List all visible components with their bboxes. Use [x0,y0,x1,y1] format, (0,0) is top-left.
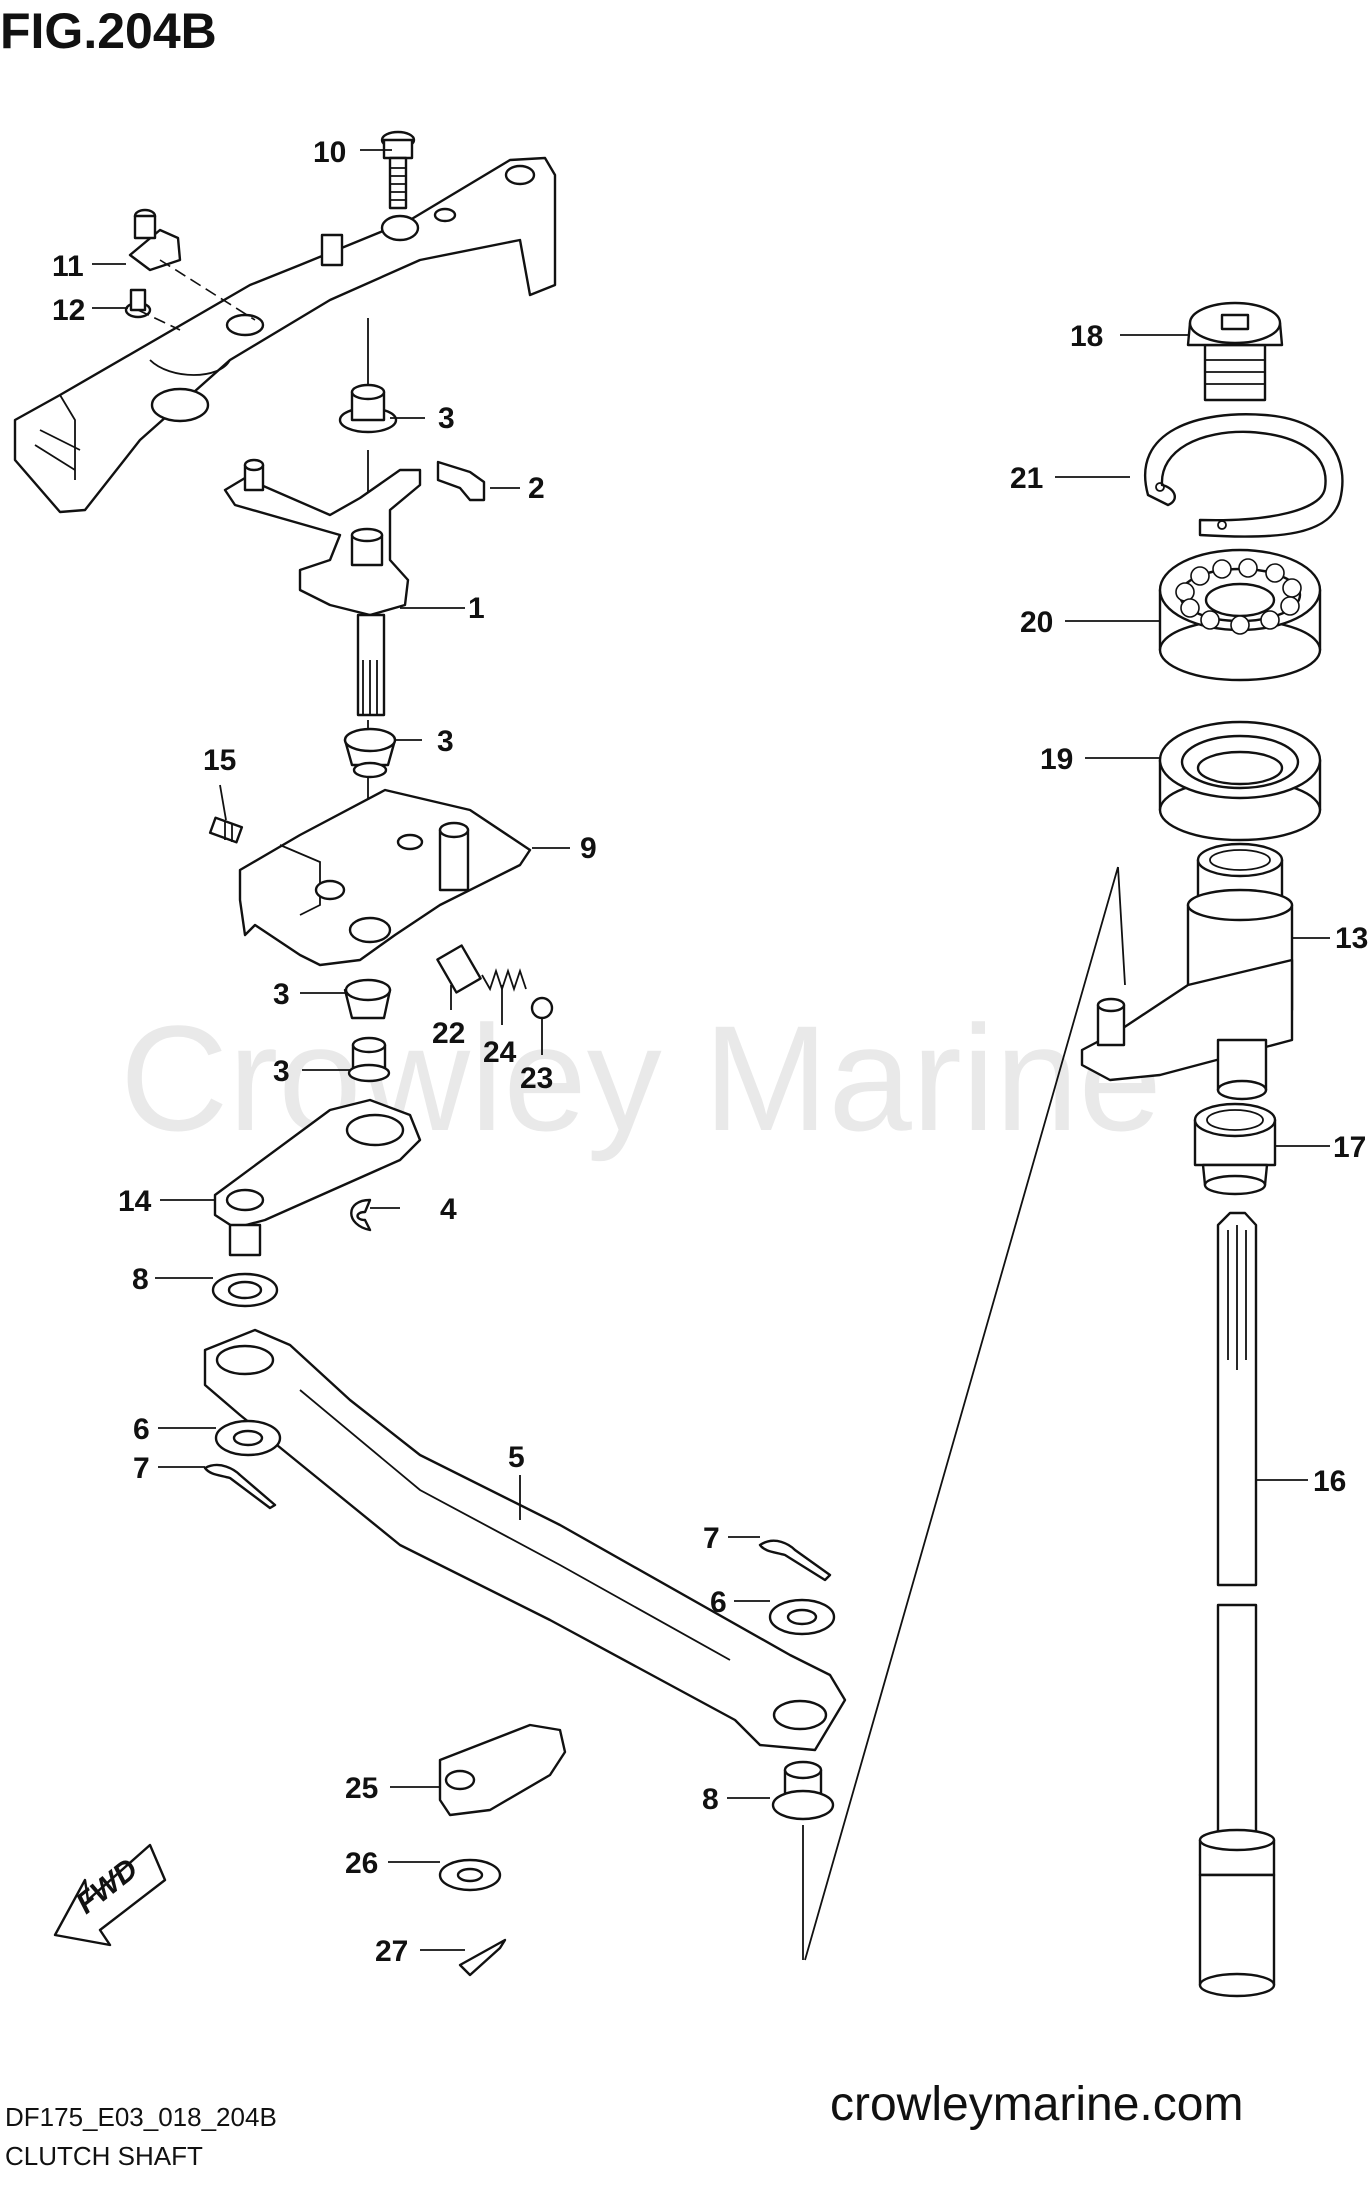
callout-3: 3 [438,402,455,435]
callout-20: 20 [1020,606,1053,639]
part-19-seal[interactable] [1158,720,1322,842]
callout-23: 23 [520,1062,553,1095]
callout-19: 19 [1040,743,1073,776]
figure-caption: CLUTCH SHAFT [5,2141,203,2171]
part-3-bushing-d[interactable] [347,1036,391,1083]
callout-10: 10 [313,136,346,169]
part-26-washer[interactable] [438,1858,502,1892]
part-23-ball[interactable] [530,996,554,1020]
callout-18: 18 [1070,320,1103,353]
callout-15: 15 [203,744,236,777]
callout-6: 6 [710,1586,727,1619]
assembly-line [159,259,256,321]
part-15-screw[interactable] [208,816,244,844]
part-18-plug[interactable] [1186,301,1284,402]
part-13-clutch-cam[interactable] [1080,842,1294,1101]
part-6-washer-b[interactable] [768,1598,836,1636]
callout-16: 16 [1313,1465,1346,1498]
callout-7: 7 [133,1452,150,1485]
part-22-plunger[interactable] [436,944,482,994]
part-10-bolt[interactable] [380,130,416,210]
callout-3: 3 [437,725,454,758]
callout-14: 14 [118,1185,152,1218]
callout-8: 8 [702,1783,719,1816]
callout-5: 5 [508,1441,525,1474]
callout-21: 21 [1010,462,1043,495]
part-4-e-ring[interactable] [350,1198,372,1232]
part-1-shift-lever[interactable] [223,458,422,717]
part-27-pin[interactable] [458,1938,507,1977]
callout-3: 3 [273,978,290,1011]
part-3-bushing-c[interactable] [343,978,392,1020]
part-2-clip[interactable] [436,460,486,502]
callout-labels: 10 11 12 3 2 1 3 15 9 3 22 24 23 3 14 4 … [52,136,1368,1968]
part-3-bushing-a[interactable] [338,383,398,434]
assembly-line [137,309,181,331]
part-5-link-rod[interactable] [203,1328,847,1752]
callout-26: 26 [345,1847,378,1880]
figure-title: FIG.204B [0,3,217,59]
callout-4: 4 [440,1193,457,1226]
part-9-shift-guide[interactable] [238,788,532,967]
part-7-cotter-pin-b[interactable] [758,1539,832,1582]
callout-1: 1 [468,592,485,625]
part-20-bearing[interactable] [1158,548,1322,682]
website-link[interactable]: crowleymarine.com [830,2078,1243,2131]
part-6-washer-a[interactable] [214,1419,282,1457]
part-21-snap-ring[interactable] [1144,413,1344,538]
part-12-screw[interactable] [124,288,152,319]
clutch-bracket[interactable] [13,156,557,514]
part-8-bushing-b[interactable] [771,1760,835,1821]
callout-7: 7 [703,1522,720,1555]
fwd-arrow-icon: FWD [53,1843,167,1947]
drawing-code: DF175_E03_018_204B [5,2102,277,2132]
part-25-cam[interactable] [438,1723,567,1817]
callout-9: 9 [580,832,597,865]
part-3-bushing-b[interactable] [343,727,397,779]
part-11-clip[interactable] [128,208,182,272]
part-16-clutch-shaft[interactable] [1198,1211,1276,1998]
callout-6: 6 [133,1413,150,1446]
callout-8: 8 [132,1263,149,1296]
part-14-arm[interactable] [213,1098,422,1257]
watermark: Crowley Marine [120,994,1162,1162]
part-8-bushing-a[interactable] [211,1272,279,1308]
callout-3: 3 [273,1055,290,1088]
callout-2: 2 [528,472,545,505]
assembly-line [804,866,1126,1961]
callout-24: 24 [483,1036,517,1069]
callout-11: 11 [52,250,84,283]
callout-22: 22 [432,1017,465,1050]
callout-27: 27 [375,1935,408,1968]
part-7-cotter-pin-a[interactable] [203,1463,277,1510]
callout-17: 17 [1333,1131,1366,1164]
part-17-sleeve[interactable] [1193,1102,1277,1196]
callout-12: 12 [52,294,85,327]
leader-lines [92,149,1330,1951]
callout-13: 13 [1335,922,1368,955]
callout-25: 25 [345,1772,378,1805]
part-24-spring[interactable] [481,968,527,992]
